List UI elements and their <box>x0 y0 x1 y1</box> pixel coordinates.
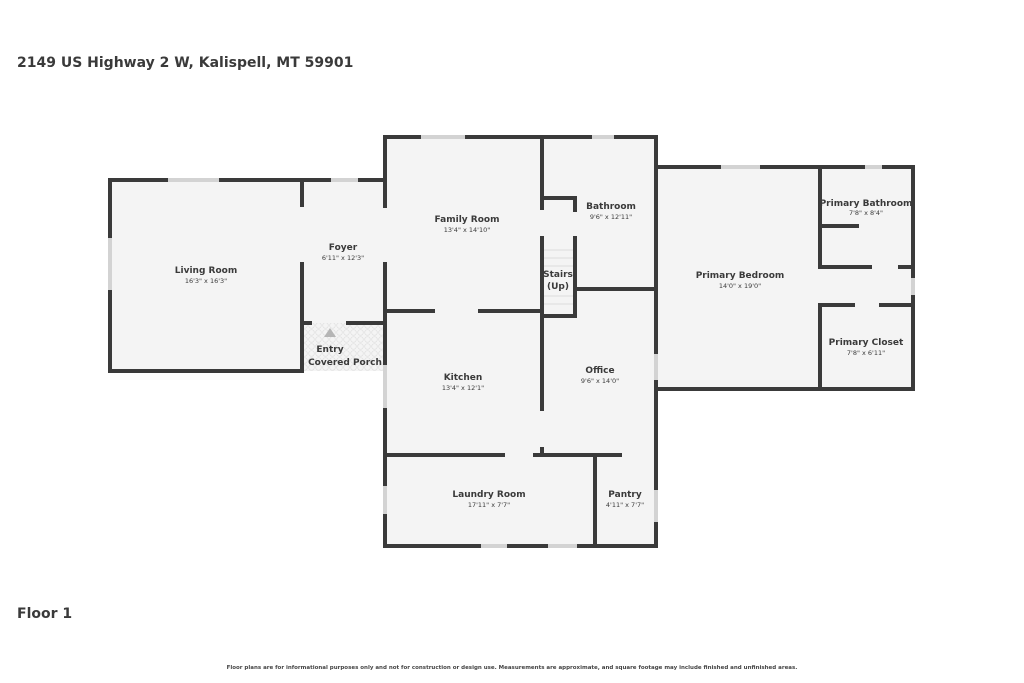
entry-arrow-icon <box>324 328 336 337</box>
room-name-family: Family Room <box>435 215 500 225</box>
walls <box>108 135 915 548</box>
room-floors <box>110 137 913 546</box>
room-dims-family: 13'4" x 14'10" <box>444 226 490 234</box>
room-dims-primary-closet: 7'8" x 6'11" <box>847 349 885 357</box>
room-sub-stairs: (Up) <box>547 282 569 292</box>
room-name-entry: Entry <box>316 345 343 355</box>
room-name-office: Office <box>585 366 614 376</box>
property-address: 2149 US Highway 2 W, Kalispell, MT 59901 <box>17 55 354 71</box>
room-dims-living: 16'3" x 16'3" <box>185 277 227 285</box>
room-name-laundry: Laundry Room <box>452 490 525 500</box>
room-dims-kitchen: 13'4" x 12'1" <box>442 384 484 392</box>
room-dims-primary-bathroom: 7'8" x 8'4" <box>849 209 883 217</box>
room-name-pantry: Pantry <box>608 490 642 500</box>
floor-label: Floor 1 <box>17 606 73 622</box>
room-dims-primary-bedroom: 14'0" x 19'0" <box>719 282 761 290</box>
porch-floor <box>302 323 385 371</box>
room-name-primary-closet: Primary Closet <box>829 338 904 348</box>
room-name-kitchen: Kitchen <box>444 373 483 383</box>
windows <box>108 135 915 548</box>
room-dims-bathroom: 9'6" x 12'11" <box>590 213 632 221</box>
room-name-primary-bathroom: Primary Bathroom <box>820 199 913 209</box>
room-name-stairs: Stairs <box>543 270 573 280</box>
room-name-living: Living Room <box>175 266 237 276</box>
room-sub-entry: Covered Porch <box>308 358 382 368</box>
room-dims-foyer: 6'11" x 12'3" <box>322 254 364 262</box>
disclaimer: Floor plans are for informational purpos… <box>226 665 798 671</box>
room-dims-office: 9'6" x 14'0" <box>581 377 619 385</box>
room-name-bathroom: Bathroom <box>586 202 636 212</box>
room-name-primary-bedroom: Primary Bedroom <box>696 271 785 281</box>
stair-treads <box>544 249 573 305</box>
room-name-foyer: Foyer <box>329 243 358 253</box>
room-dims-laundry: 17'11" x 7'7" <box>468 501 510 509</box>
room-dims-pantry: 4'11" x 7'7" <box>606 501 644 509</box>
